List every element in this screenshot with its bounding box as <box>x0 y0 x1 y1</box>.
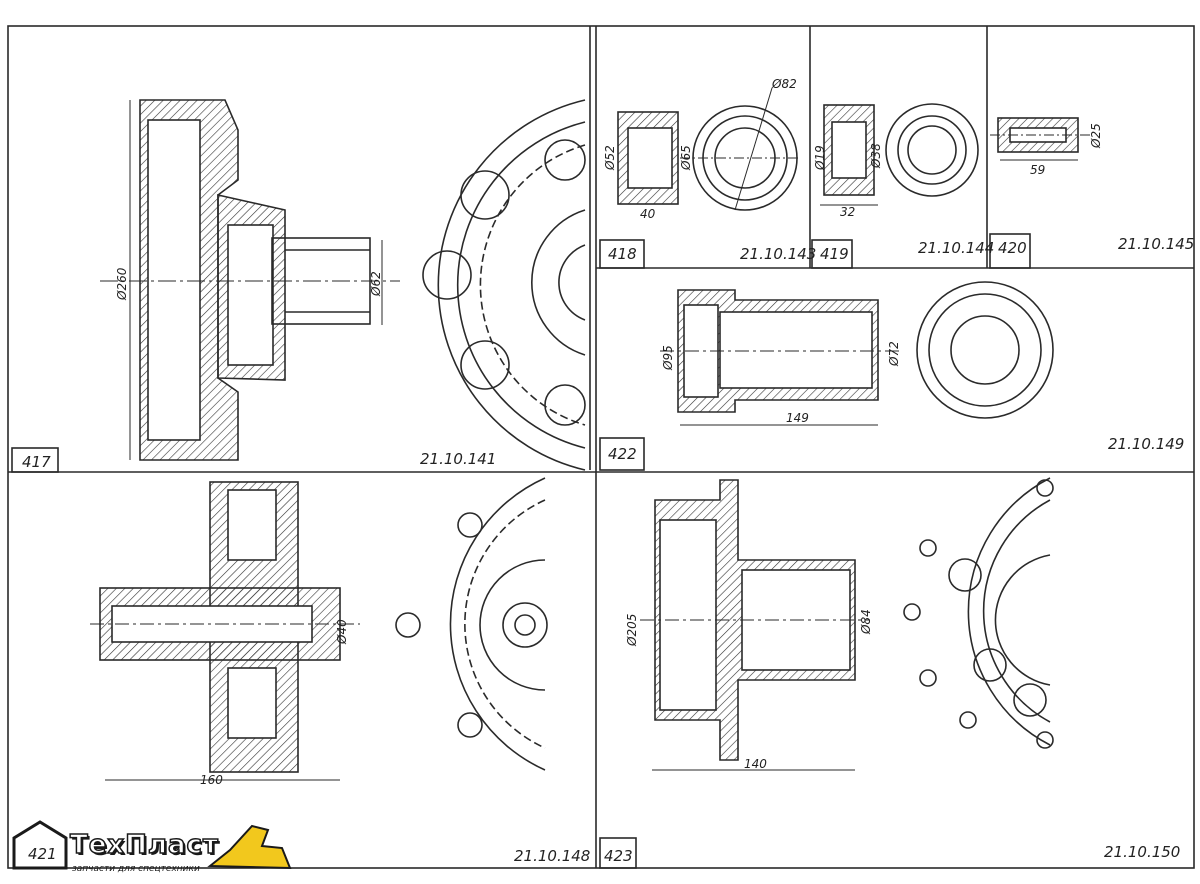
dim-label: Ø260 <box>115 267 129 300</box>
panel-419-number: 419 <box>820 245 849 263</box>
dim-label: Ø62 <box>369 271 383 296</box>
techplast-logo-mark <box>12 820 292 870</box>
panel-422-number: 422 <box>608 445 637 463</box>
dim-label: Ø40 <box>335 619 349 644</box>
dim-label: Ø38 <box>869 143 883 168</box>
dim-label: Ø25 <box>1089 123 1103 148</box>
dim-label: 160 <box>200 773 223 787</box>
panel-421-code: 21.10.148 <box>514 847 591 865</box>
part-417-view <box>422 99 586 471</box>
panel-422-code: 21.10.149 <box>1108 435 1185 453</box>
dim-label: Ø82 <box>772 77 797 91</box>
panel-417-number: 417 <box>22 453 51 471</box>
part-423 <box>640 477 1054 771</box>
logo-wordmark: ТехПласт <box>69 829 219 861</box>
dim-label: Ø19 <box>813 145 827 170</box>
dim-label: 149 <box>786 411 809 425</box>
panel-423-code: 21.10.150 <box>1104 843 1181 861</box>
panel-418-number: 418 <box>608 245 637 263</box>
dim-label: Ø65 <box>679 145 693 170</box>
dim-label: Ø52 <box>603 145 617 170</box>
panel-421-number: 421 <box>28 845 57 863</box>
dim-label: Ø72 <box>887 341 901 366</box>
part-417-section <box>100 99 400 461</box>
dim-label: 140 <box>744 757 767 771</box>
part-418 <box>617 87 800 211</box>
panel-417-code: 21.10.141 <box>420 450 497 468</box>
panel-420-code: 21.10.145 <box>1118 235 1195 253</box>
panel-418-code: 21.10.143 <box>740 245 817 263</box>
part-419 <box>820 103 979 206</box>
part-422 <box>660 281 1054 426</box>
dim-label: Ø84 <box>859 609 873 634</box>
dim-label: 40 <box>640 207 656 221</box>
panel-419-code: 21.10.144 <box>918 239 995 257</box>
dim-label: Ø95 <box>661 345 675 370</box>
logo-tagline: запчасти для спецтехники <box>72 864 200 874</box>
dim-label: 32 <box>840 205 856 219</box>
dim-label: 59 <box>1030 163 1046 177</box>
part-420 <box>990 117 1090 161</box>
panel-420-number: 420 <box>998 239 1027 257</box>
dim-label: Ø205 <box>625 613 639 646</box>
part-421 <box>90 477 548 781</box>
panel-423-number: 423 <box>604 847 633 865</box>
